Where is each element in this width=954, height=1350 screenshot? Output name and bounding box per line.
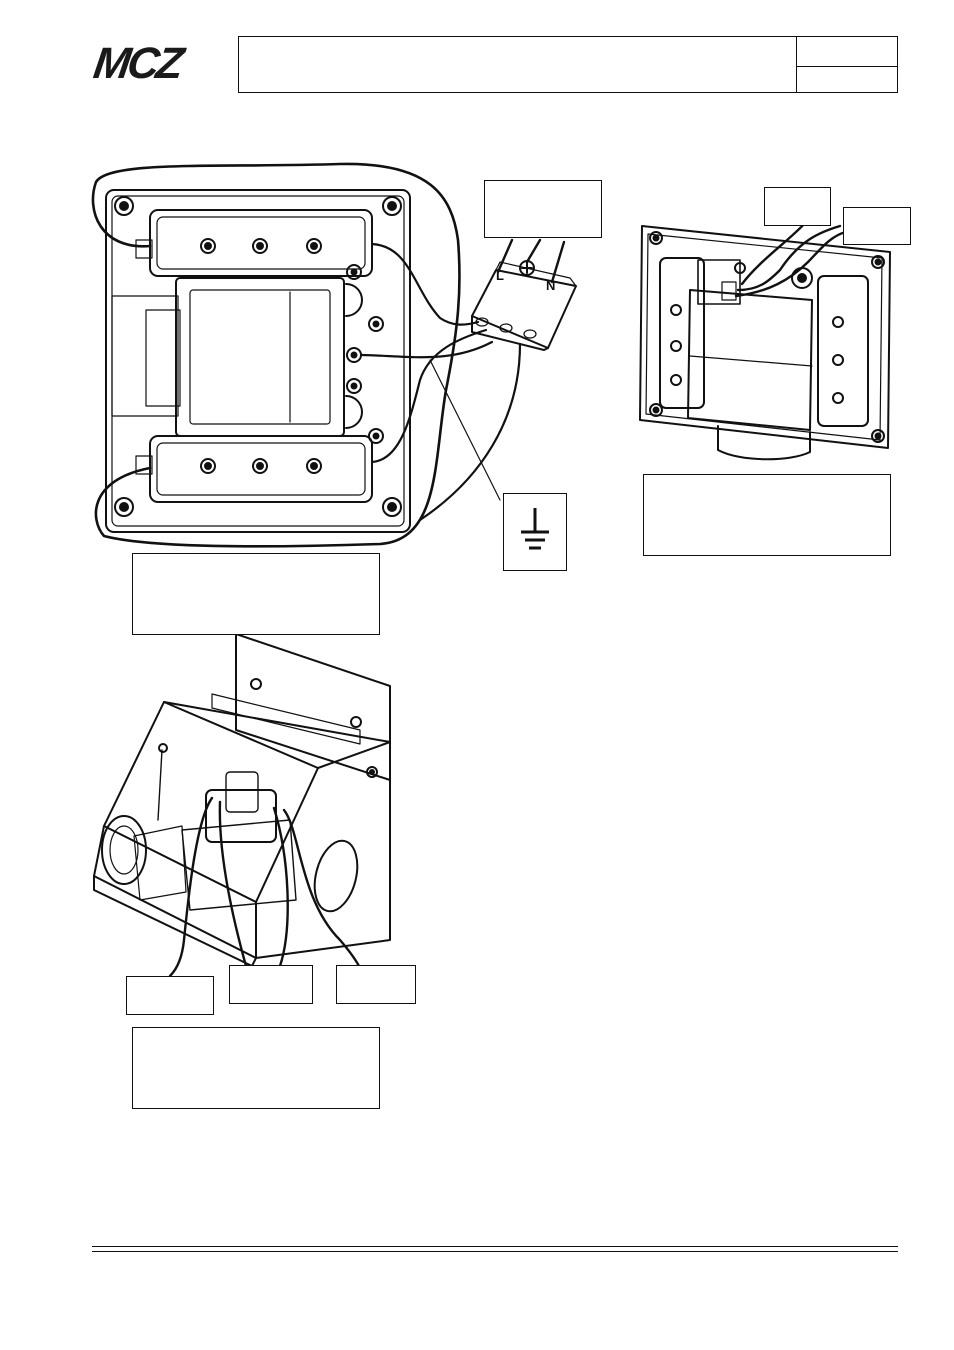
fan-tag-box-1 (126, 976, 214, 1015)
fan-unit-drawing (93, 633, 391, 978)
earth-ground-icon (521, 508, 549, 550)
fan-tag-box-2 (229, 965, 313, 1004)
terminal-block (471, 238, 577, 351)
cable-loop (91, 162, 461, 548)
terminal-label-line: L (496, 268, 504, 283)
terminal-tag-box (484, 180, 602, 238)
motor-tag-box-1 (764, 187, 831, 226)
footer-rule-top (92, 1246, 898, 1247)
motor-drawing (639, 220, 891, 461)
header-title-box (238, 36, 798, 93)
terminal-label-neutral: N (546, 278, 555, 293)
footer-rule-bottom (92, 1251, 898, 1252)
earth-symbol-box (503, 493, 567, 571)
transformer-caption-box (132, 553, 380, 635)
fan-unit-caption-box (132, 1027, 380, 1109)
fan-tag-box-3 (336, 965, 416, 1004)
header-page-box (796, 66, 898, 93)
transformer-drawing (105, 189, 411, 533)
motor-tag-box-2 (843, 207, 911, 245)
motor-caption-box (643, 474, 891, 556)
header-code-box (796, 36, 898, 67)
